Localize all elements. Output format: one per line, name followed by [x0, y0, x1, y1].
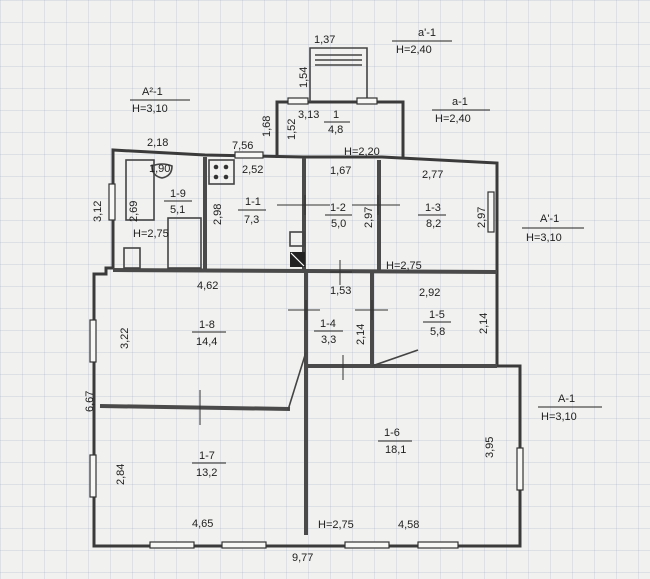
chimney-mark	[290, 252, 305, 267]
burner	[213, 164, 219, 170]
dimension: 3,22	[119, 328, 131, 349]
dimension: 2,97	[363, 207, 375, 228]
room-height: H=2,75	[133, 228, 169, 240]
window	[89, 319, 97, 363]
door-swing	[287, 351, 307, 411]
dimension: 3,13	[298, 109, 319, 121]
dimension: 1,67	[330, 165, 351, 177]
bathtub	[125, 159, 155, 221]
zone-label: А²-1	[142, 86, 163, 98]
room-area: 3,3	[321, 334, 336, 346]
window	[417, 541, 459, 549]
room-number: 1-8	[199, 319, 215, 331]
dimension: 4,62	[197, 280, 218, 292]
dimension: 1,68	[261, 116, 273, 137]
dimension: 2,77	[422, 169, 443, 181]
dimension: 2,92	[419, 287, 440, 299]
dimension: 1,53	[330, 285, 351, 297]
room-area: 8,2	[426, 218, 441, 230]
window	[516, 447, 524, 491]
window	[487, 191, 495, 233]
inner-wall-h-upper	[112, 268, 498, 274]
zone-height: H=2,40	[435, 113, 471, 125]
burner	[213, 174, 219, 180]
zone-label: А-1	[558, 393, 575, 405]
zone-label: а-1	[452, 96, 468, 108]
window	[287, 97, 309, 105]
dimension: 2,84	[115, 464, 127, 485]
boiler	[289, 231, 305, 247]
room-number: 1-6	[384, 427, 400, 439]
dimension: 2,69	[128, 201, 140, 222]
room-area: 4,8	[328, 124, 343, 136]
room-area: 18,1	[385, 444, 406, 456]
dimension: 1,54	[298, 67, 310, 88]
sink	[151, 163, 173, 179]
window	[344, 541, 390, 549]
room-number: 1-1	[245, 196, 261, 208]
room-height: H=2,20	[344, 146, 380, 158]
room-area: 13,2	[196, 467, 217, 479]
dimension: 4,65	[192, 518, 213, 530]
room-height: H=2,75	[386, 260, 422, 272]
room-area: 5,0	[331, 218, 346, 230]
zone-label: А'-1	[540, 213, 559, 225]
porch-wall	[275, 100, 405, 158]
zone-label: а'-1	[418, 27, 436, 39]
dimension: 3,12	[92, 201, 104, 222]
inner-wall-h-17	[99, 404, 291, 411]
window	[108, 183, 116, 221]
dimension: 3,95	[484, 437, 496, 458]
dimension: 2,52	[242, 164, 263, 176]
room-area: 5,1	[170, 204, 185, 216]
room-number: 1-3	[425, 202, 441, 214]
dimension: 2,98	[212, 204, 224, 225]
dimension: 1,37	[314, 34, 335, 46]
main-outer-wall	[92, 272, 522, 548]
window	[221, 541, 267, 549]
room-number: 1-7	[199, 450, 215, 462]
stairs-outline	[309, 47, 368, 102]
dimension: 1,52	[286, 119, 298, 140]
dimension: 4,58	[398, 519, 419, 531]
room-height: H=2,75	[318, 519, 354, 531]
stove	[208, 159, 235, 185]
room-area: 14,4	[196, 336, 217, 348]
door-swing	[371, 349, 419, 367]
dimension: 6,67	[84, 391, 96, 412]
zone-height: H=3,10	[132, 103, 168, 115]
dimension: 9,77	[292, 552, 313, 564]
dimension: 2,14	[478, 313, 490, 334]
dimension: 7,56	[232, 140, 253, 152]
shower-tray	[167, 217, 202, 269]
window	[234, 151, 264, 159]
zone-height: H=3,10	[541, 411, 577, 423]
dimension: 2,14	[355, 324, 367, 345]
window	[89, 454, 97, 498]
room-number: 1-2	[330, 202, 346, 214]
room-number: 1-4	[320, 318, 336, 330]
dimension: 2,18	[147, 137, 168, 149]
room-area: 5,8	[430, 326, 445, 338]
dimension: 2,97	[476, 207, 488, 228]
toilet	[123, 247, 141, 269]
window	[356, 97, 378, 105]
room-number: 1-9	[170, 188, 186, 200]
zone-height: H=2,40	[396, 44, 432, 56]
window	[149, 541, 195, 549]
burner	[223, 164, 229, 170]
room-number: 1-5	[429, 309, 445, 321]
right-outer-wall	[104, 148, 499, 274]
burner	[223, 174, 229, 180]
zone-height: H=3,10	[526, 232, 562, 244]
room-number: 1	[333, 109, 339, 121]
dimension: 1,90	[149, 163, 170, 175]
door-marks	[199, 195, 400, 425]
room-area: 7,3	[244, 214, 259, 226]
